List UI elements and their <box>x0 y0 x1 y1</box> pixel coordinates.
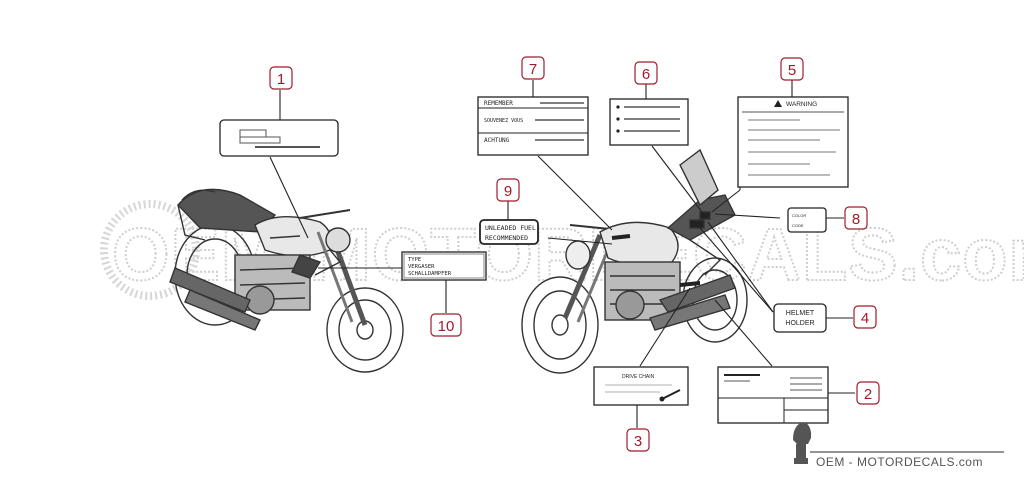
chain-tool-icon <box>663 389 681 399</box>
front-wheel-left <box>326 287 404 373</box>
decal-1 <box>219 119 339 157</box>
callout-7-number: 7 <box>529 61 537 78</box>
callout-2-number: 2 <box>864 386 872 403</box>
decal-3-text: DRIVE CHAIN <box>622 374 655 380</box>
front-wheel-right <box>521 276 599 374</box>
callout-badges: 1 2 3 4 5 6 7 8 <box>269 56 880 452</box>
brand-text: OEM - MOTORDECALS.com <box>816 455 983 469</box>
decal-6 <box>609 98 689 146</box>
decal-10-line3: SCHALLDAMPFER <box>408 271 452 277</box>
decal-4-line2: HOLDER <box>785 320 814 327</box>
decal-9-line2: RECOMMENDED <box>485 234 528 242</box>
decal-9-line1: UNLEADED FUEL <box>485 224 536 232</box>
decal-10: TYPE VERGASER SCHALLDAMPFER <box>401 251 487 281</box>
callout-5: 5 <box>780 57 804 81</box>
motorcycle-right <box>521 148 748 374</box>
decal-2 <box>717 366 829 424</box>
decal-7-remember: REMEMBER <box>484 100 513 107</box>
decal-4-line1: HELMET <box>786 310 815 317</box>
brand-footer: OEM - MOTORDECALS.com <box>793 422 1004 469</box>
decal-8-line1: COLOR <box>792 213 806 218</box>
callout-5-number: 5 <box>788 62 796 79</box>
callout-4-number: 4 <box>861 310 869 327</box>
callout-6-number: 6 <box>642 66 650 83</box>
callout-8-number: 8 <box>852 211 860 228</box>
decal-8: COLOR CODE <box>787 207 827 233</box>
decal-10-line2: VERGASER <box>408 264 435 270</box>
decal-3: DRIVE CHAIN <box>593 366 689 406</box>
callout-2: 2 <box>856 381 880 405</box>
callout-8: 8 <box>844 206 868 230</box>
callout-3: 3 <box>626 428 650 452</box>
callout-1-number: 1 <box>277 71 285 88</box>
decal-8-line2: CODE <box>792 223 804 228</box>
callout-9: 9 <box>496 178 520 202</box>
callout-10-number: 10 <box>438 318 455 335</box>
decal-5-warning: WARNING <box>786 101 817 108</box>
motorcycle-left <box>169 188 404 373</box>
decal-7-souvenez: SOUVENEZ VOUS <box>484 118 523 124</box>
callout-7: 7 <box>521 56 545 80</box>
callout-1: 1 <box>269 66 293 90</box>
warning-triangle-icon <box>774 100 782 107</box>
decal-4: HELMET HOLDER <box>773 303 827 333</box>
decal-7-achtung: ACHTUNG <box>484 137 510 144</box>
callout-3-number: 3 <box>634 433 642 450</box>
decal-7: REMEMBER SOUVENEZ VOUS ACHTUNG <box>477 96 589 156</box>
decal-10-line1: TYPE <box>408 257 421 263</box>
watermark-logo-icon <box>100 200 200 300</box>
callout-10: 10 <box>430 313 462 337</box>
decal-9: UNLEADED FUEL RECOMMENDED <box>479 219 539 245</box>
helmet-logo-icon <box>793 422 812 464</box>
callout-4: 4 <box>853 305 877 329</box>
callout-9-number: 9 <box>504 183 512 200</box>
callout-6: 6 <box>634 61 658 85</box>
leader-lines <box>269 80 855 428</box>
decal-5: WARNING <box>737 96 849 188</box>
